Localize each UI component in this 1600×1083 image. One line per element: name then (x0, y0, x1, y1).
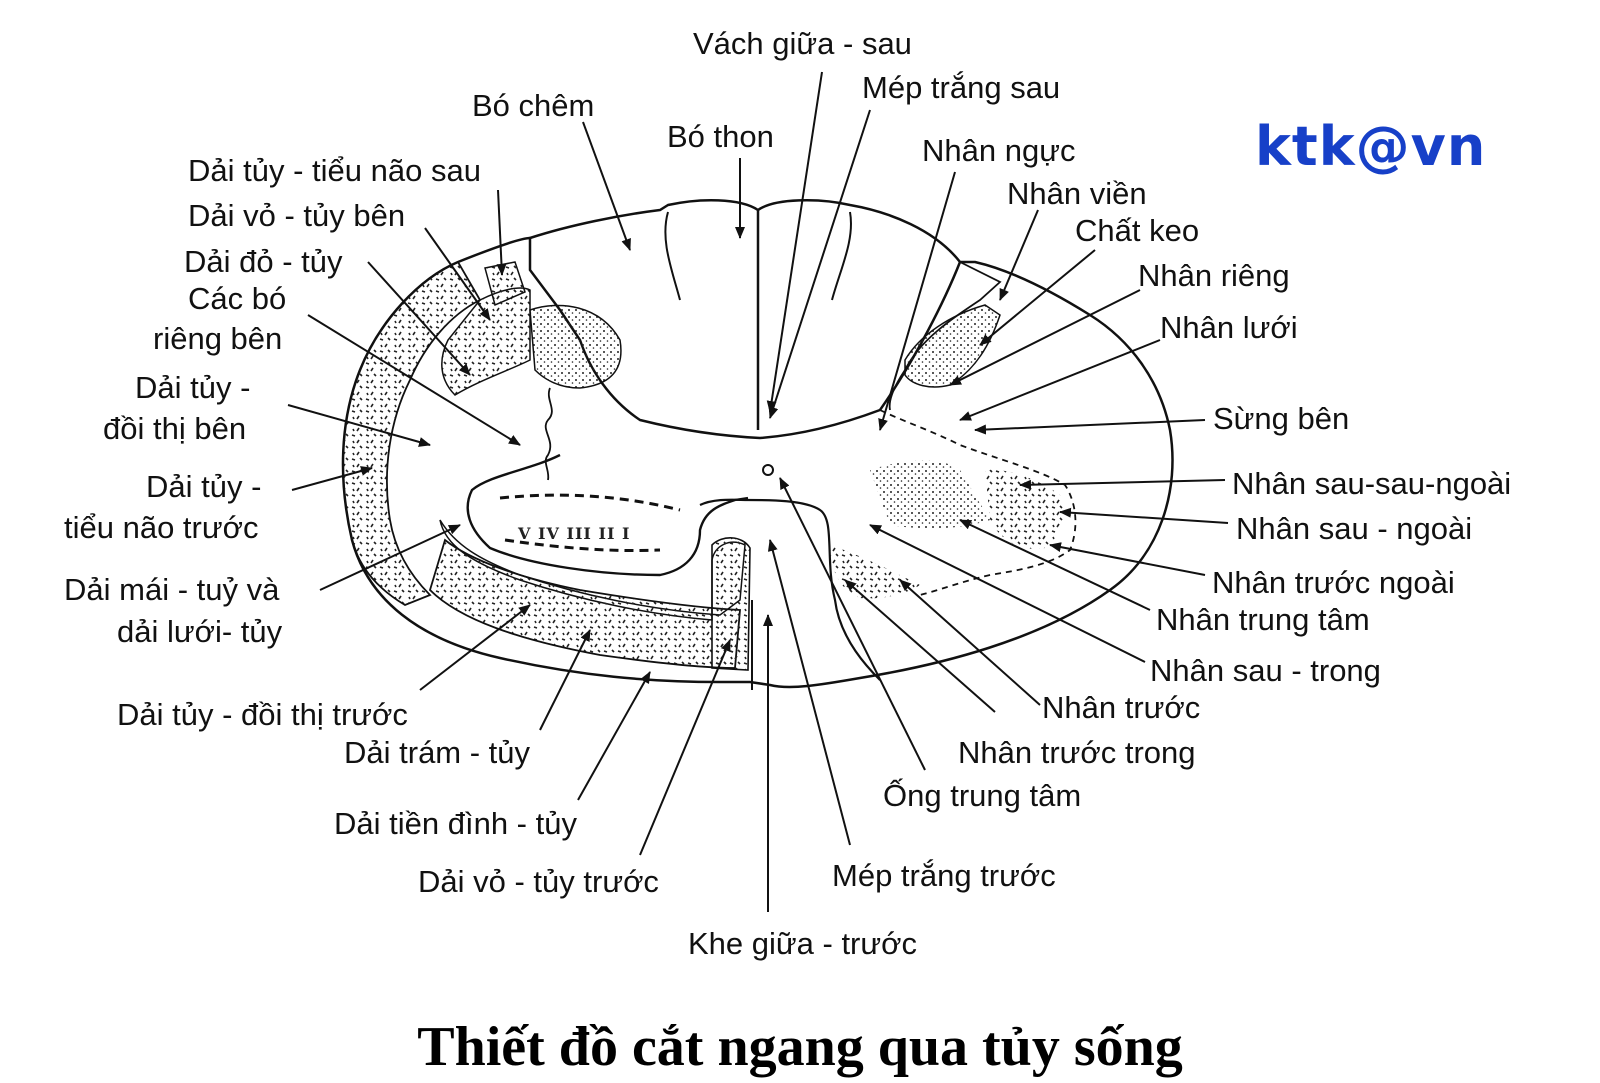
watermark-logo: ktk@vn (1255, 115, 1487, 178)
label-nhan-sau-sau-ngoai: Nhân sau-sau-ngoài (1232, 466, 1512, 501)
label-dai-tram-tuy: Dải trám - tủy (344, 735, 531, 770)
label-sung-ben: Sừng bên (1213, 401, 1350, 436)
label-mep-trang-truoc: Mép trắng trước (832, 858, 1056, 893)
label-dai-tuy-doi-thi-ben-line1: Dải tủy - (135, 370, 251, 405)
label-nhan-nguc: Nhân ngực (922, 133, 1076, 168)
label-nhan-truoc-trong: Nhân trước trong (958, 735, 1196, 770)
label-cac-bo-rieng-ben-line2: riêng bên (153, 321, 283, 356)
left-ventral-horn (466, 453, 749, 577)
left-lateral-band (342, 260, 482, 607)
label-dai-mai-tuy-line2: dải lưới- tủy (117, 614, 283, 649)
label-dai-vo-tuy-truoc: Dải vỏ - tủy trước (418, 864, 659, 899)
label-nhan-rieng: Nhân riêng (1138, 258, 1290, 293)
dorsal-columns (528, 199, 962, 440)
label-nhan-luoi: Nhân lưới (1160, 310, 1298, 345)
label-dai-tuy-doi-thi-ben-line2: đồi thị bên (103, 411, 247, 446)
central-canal (762, 464, 774, 476)
label-vach-giua-sau: Vách giữa - sau (693, 26, 912, 61)
ventral-gray (699, 498, 881, 681)
label-nhan-trung-tam: Nhân trung tâm (1156, 602, 1370, 637)
leader-lines (287, 71, 1229, 912)
label-nhan-vien: Nhân viền (1007, 176, 1147, 211)
label-dai-tuy-doi-thi-truoc: Dải tủy - đồi thị trước (117, 697, 408, 732)
label-nhan-sau-trong: Nhân sau - trong (1150, 653, 1381, 688)
label-ong-trung-tam: Ống trung tâm (883, 778, 1082, 813)
label-dai-tuy-tieu-nao-truoc-line2: tiểu não trước (64, 510, 259, 545)
label-dai-do-tuy: Dải đỏ - tủy (184, 244, 343, 279)
label-dai-tuy-tieu-nao-truoc-line1: Dải tủy - (146, 469, 262, 504)
label-cac-bo-rieng-ben-line1: Các bó (188, 281, 287, 316)
label-dai-vo-tuy-ben: Dải vỏ - tủy bên (188, 198, 406, 233)
diagram-caption: Thiết đồ cắt ngang qua tủy sống (417, 1016, 1183, 1078)
label-nhan-truoc: Nhân trước (1042, 690, 1201, 725)
label-chat-keo: Chất keo (1075, 213, 1200, 248)
label-dai-mai-tuy-line1: Dải mái - tuỷ và (64, 572, 280, 607)
label-bo-chem: Bó chêm (472, 88, 595, 123)
label-bo-thon: Bó thon (667, 119, 774, 154)
label-mep-trang-sau: Mép trắng sau (862, 70, 1061, 105)
label-nhan-sau-ngoai: Nhân sau - ngoài (1236, 511, 1473, 546)
lamina-numerals: V IV III II I (518, 524, 631, 543)
label-khe-giua-truoc: Khe giữa - trước (688, 926, 917, 961)
label-nhan-truoc-ngoai: Nhân trước ngoài (1212, 565, 1455, 600)
label-dai-tuy-tieu-nao-sau: Dải tủy - tiểu não sau (188, 153, 481, 188)
left-dorsal-horn (529, 304, 622, 389)
label-dai-tien-dinh-tuy: Dải tiền đình - tủy (334, 806, 577, 841)
